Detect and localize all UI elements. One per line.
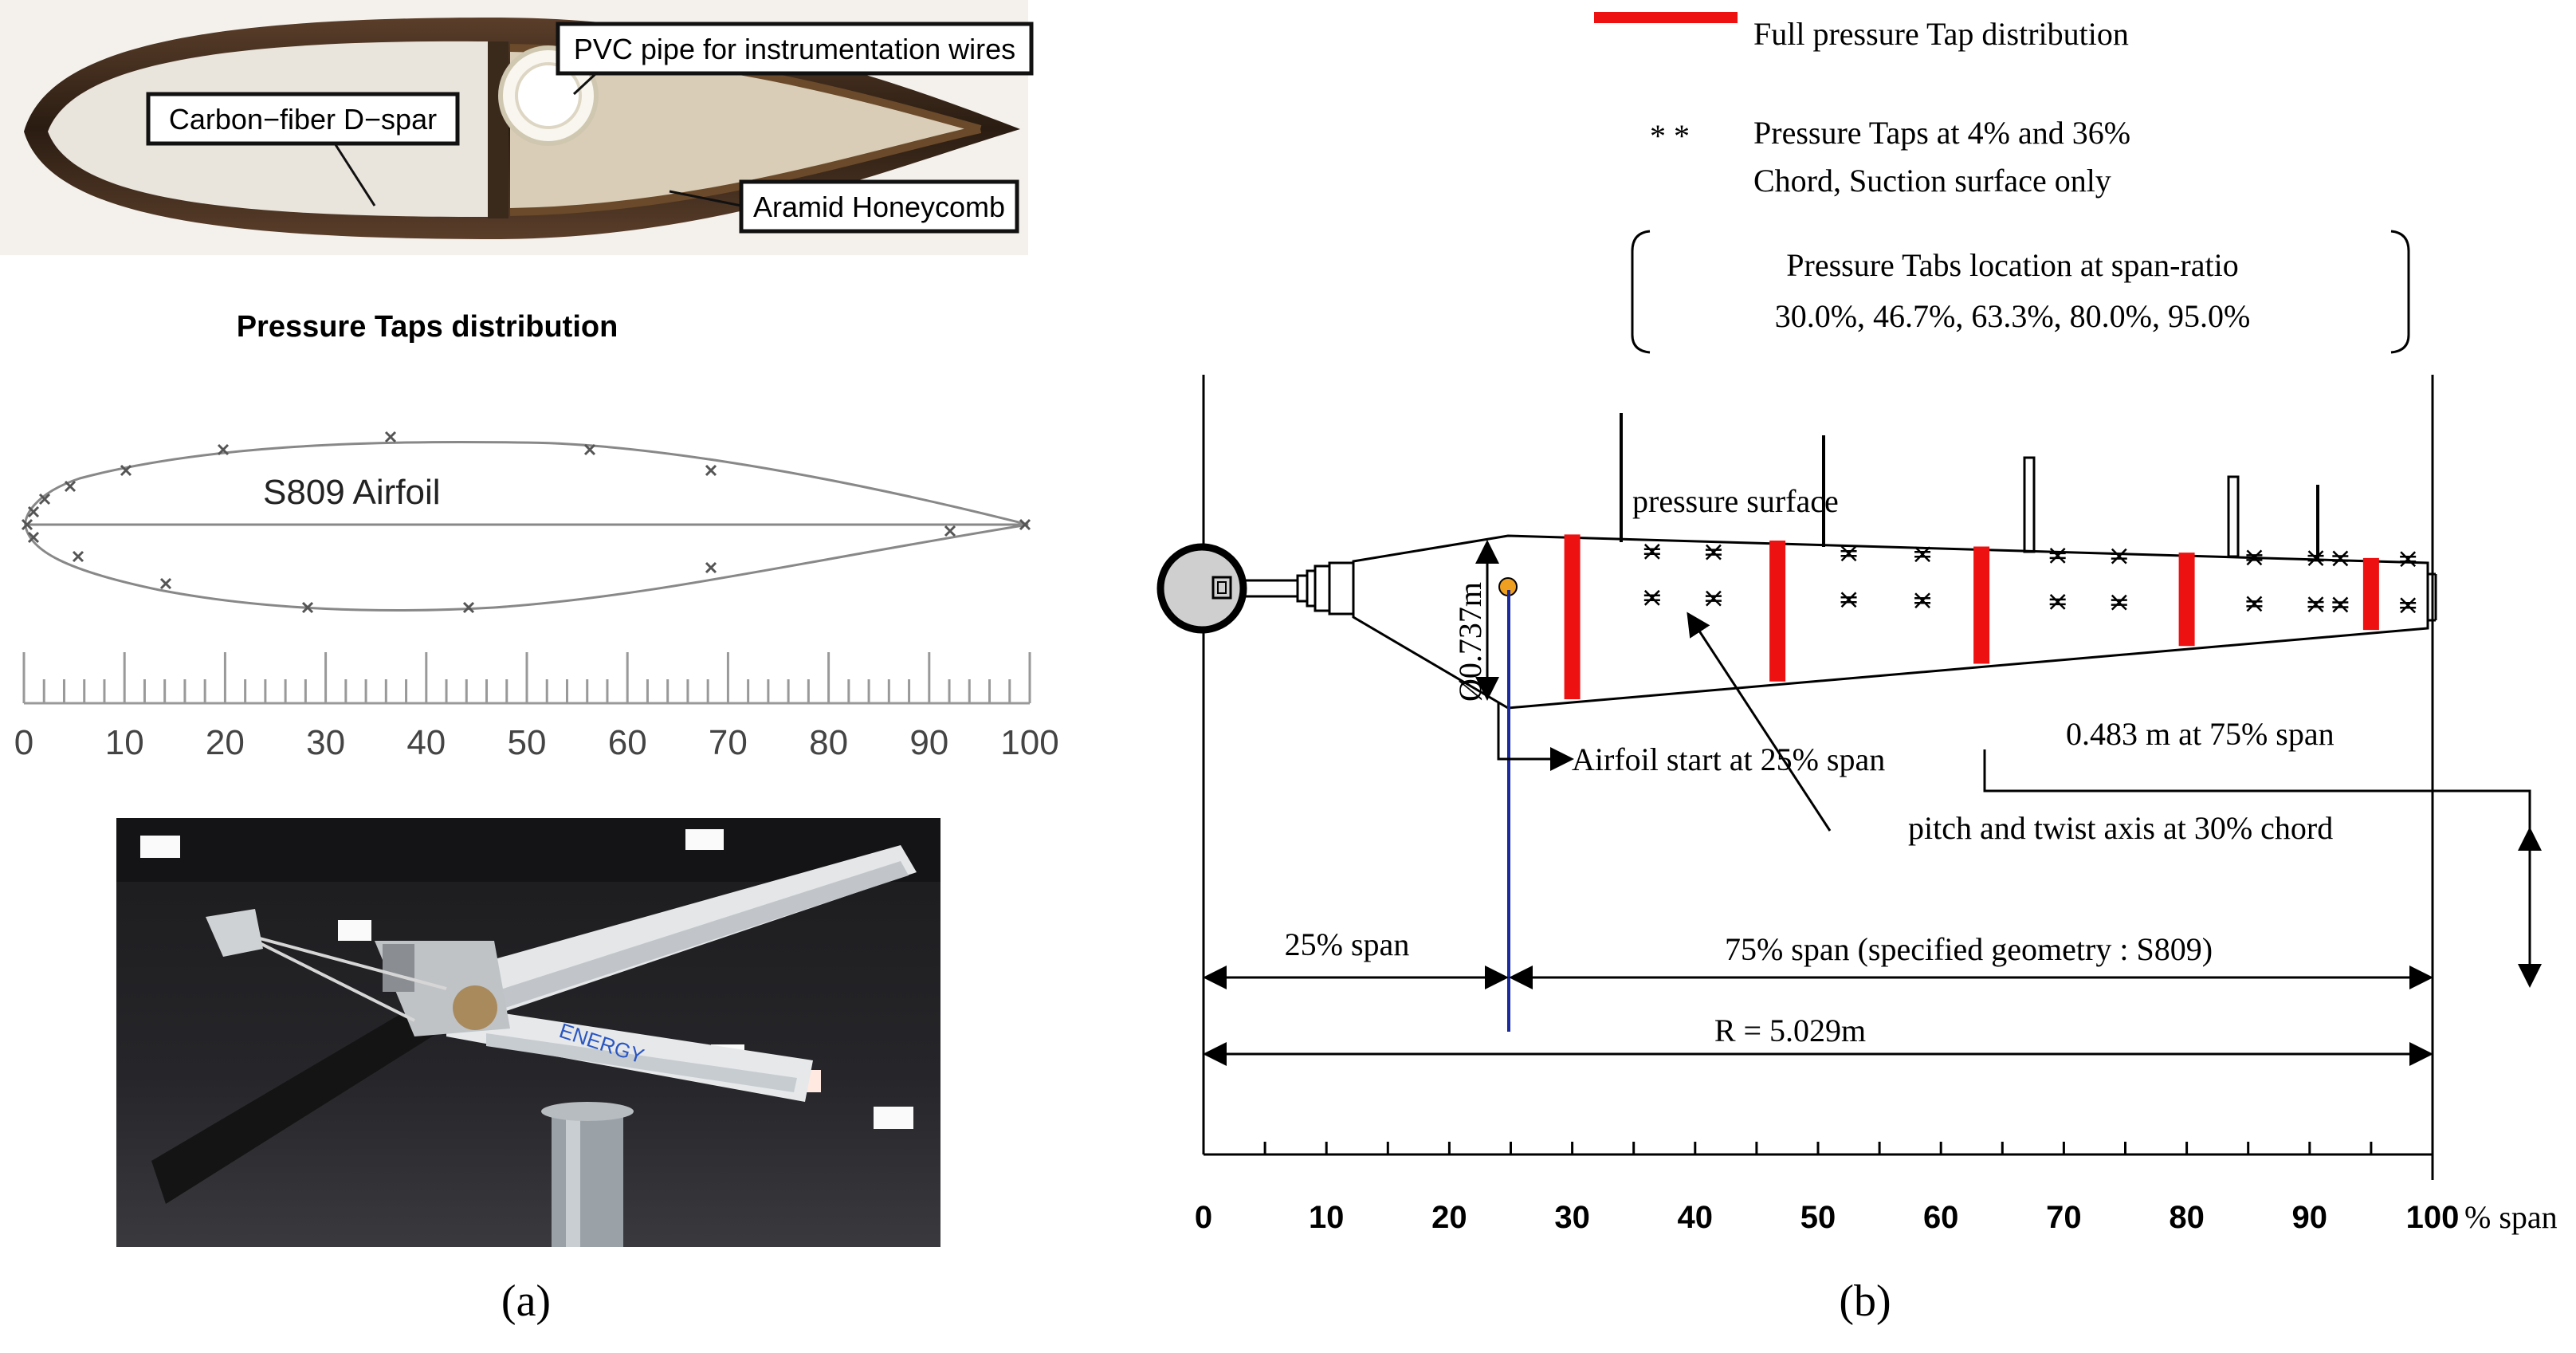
partial-tap-marker [2049, 594, 2066, 610]
airfoil-label: S809 Airfoil [263, 473, 441, 512]
partial-tap-marker [2246, 549, 2263, 566]
partial-tap-marker [1705, 544, 1722, 560]
wind-turbine-photo: ENERGY [116, 818, 940, 1247]
ruler-label: 40 [406, 723, 446, 762]
chord-ruler: 0 10 20 30 40 50 60 70 80 90 100 [14, 652, 1059, 762]
label-carbon-spar: Carbon−fiber D−spar [146, 92, 460, 146]
partial-tap-marker [1705, 590, 1722, 607]
bracket-line1: Pressure Tabs location at span-ratio [1786, 247, 2238, 283]
tip-chord-leader [1983, 749, 2542, 988]
span-axis-label: 60 [1923, 1200, 1959, 1235]
tip-chord-label: 0.483 m at 75% span [2066, 716, 2334, 752]
label-pvc-pipe: PVC pipe for instrumentation wires [556, 22, 1034, 76]
panel-b: Full pressure Tap distribution * * Press… [1156, 12, 2558, 1326]
ruler-label: 100 [1000, 723, 1058, 762]
radius-label: R = 5.029m [1714, 1013, 1866, 1048]
axis-unit-label: % span [2464, 1199, 2558, 1235]
svg-text:Aramid Honeycomb: Aramid Honeycomb [753, 191, 1005, 223]
panel-a: PVC pipe for instrumentation wires Carbo… [0, 0, 1059, 1326]
legend-partial-line1: Pressure Taps at 4% and 36% [1753, 115, 2130, 151]
leader-pvc [572, 72, 598, 96]
svg-text:PVC pipe for instrumentation w: PVC pipe for instrumentation wires [574, 33, 1015, 65]
root-chord-label: Ø0.737m [1452, 582, 1488, 702]
full-tap-bars [1564, 534, 2379, 700]
ruler-label: 70 [709, 723, 748, 762]
partial-tap-marker [1840, 545, 1857, 562]
caption-a: (a) [501, 1276, 551, 1326]
airfoil-start-arrow [1497, 702, 1574, 771]
span-axis-label: 10 [1309, 1200, 1345, 1235]
ruler-label: 60 [608, 723, 647, 762]
partial-tap-marker [2400, 551, 2417, 568]
legend-full-tap-label: Full pressure Tap distribution [1753, 16, 2129, 52]
ruler-label: 80 [809, 723, 848, 762]
partial-tap-marker [1840, 592, 1857, 608]
ruler-label: 0 [14, 723, 33, 762]
pitch-axis-label: pitch and twist axis at 30% chord [1908, 810, 2333, 846]
label-aramid-honeycomb: Aramid Honeycomb [739, 179, 1019, 234]
probe-stems [1620, 413, 2319, 560]
legend-star-marker: * * [1650, 118, 1690, 154]
blade-root [1243, 561, 1355, 616]
airfoil-diagram: S809 Airfoil [21, 431, 1031, 614]
rotor-hub [1156, 543, 1247, 634]
partial-tap-marker [2111, 548, 2127, 564]
caption-b: (b) [1839, 1276, 1891, 1326]
span-axis-label: 40 [1678, 1200, 1714, 1235]
span-axis: 0 10 20 30 40 50 60 70 80 90 100 % span [1195, 1142, 2558, 1235]
span-axis-label: 0 [1195, 1200, 1212, 1235]
taps-title: Pressure Taps distribution [237, 310, 618, 344]
partial-tap-markers [1643, 543, 2417, 614]
span-axis-label: 30 [1554, 1200, 1590, 1235]
span-axis-label: 50 [1800, 1200, 1836, 1235]
partial-tap-marker [1643, 589, 1660, 606]
svg-text:Carbon−fiber D−spar: Carbon−fiber D−spar [169, 103, 437, 136]
partial-tap-marker [2400, 597, 2417, 614]
ruler-label: 20 [206, 723, 245, 762]
ruler-label: 50 [508, 723, 547, 762]
leader-spar [333, 143, 376, 206]
partial-tap-marker [2332, 596, 2349, 613]
partial-tap-marker [1643, 543, 1660, 560]
partial-tap-marker [2307, 596, 2324, 613]
legend-partial-line2: Chord, Suction surface only [1753, 163, 2111, 199]
span-axis-label: 100 [2406, 1200, 2460, 1235]
span-axis-label: 90 [2292, 1200, 2328, 1235]
span-25-label: 25% span [1285, 926, 1410, 962]
partial-tap-marker [2332, 550, 2349, 567]
blade-planform [1352, 534, 2429, 710]
airfoil-start-label: Airfoil start at 25% span [1572, 741, 1885, 777]
ruler-label: 90 [909, 723, 948, 762]
leader-honeycomb [669, 190, 742, 207]
ruler-label: 30 [306, 723, 345, 762]
pitch-axis-leader [1687, 612, 1832, 832]
span-ratio-bracket: Pressure Tabs location at span-ratio 30.… [1631, 230, 2410, 354]
span-axis-label: 80 [2169, 1200, 2205, 1235]
partial-tap-marker [2246, 596, 2263, 612]
partial-tap-marker [2307, 550, 2324, 567]
partial-tap-marker [1914, 592, 1931, 609]
partial-tap-marker [2111, 594, 2127, 611]
span-axis-label: 70 [2046, 1200, 2082, 1235]
tap-markers [21, 431, 1031, 614]
span-75-label: 75% span (specified geometry : S809) [1725, 931, 2213, 967]
bracket-line2: 30.0%, 46.7%, 63.3%, 80.0%, 95.0% [1775, 298, 2251, 334]
span-axis-label: 20 [1431, 1200, 1467, 1235]
ruler-label: 10 [105, 723, 144, 762]
partial-tap-marker [2049, 548, 2066, 564]
pressure-surface-label: pressure surface [1632, 483, 1839, 519]
partial-tap-marker [1914, 546, 1931, 563]
